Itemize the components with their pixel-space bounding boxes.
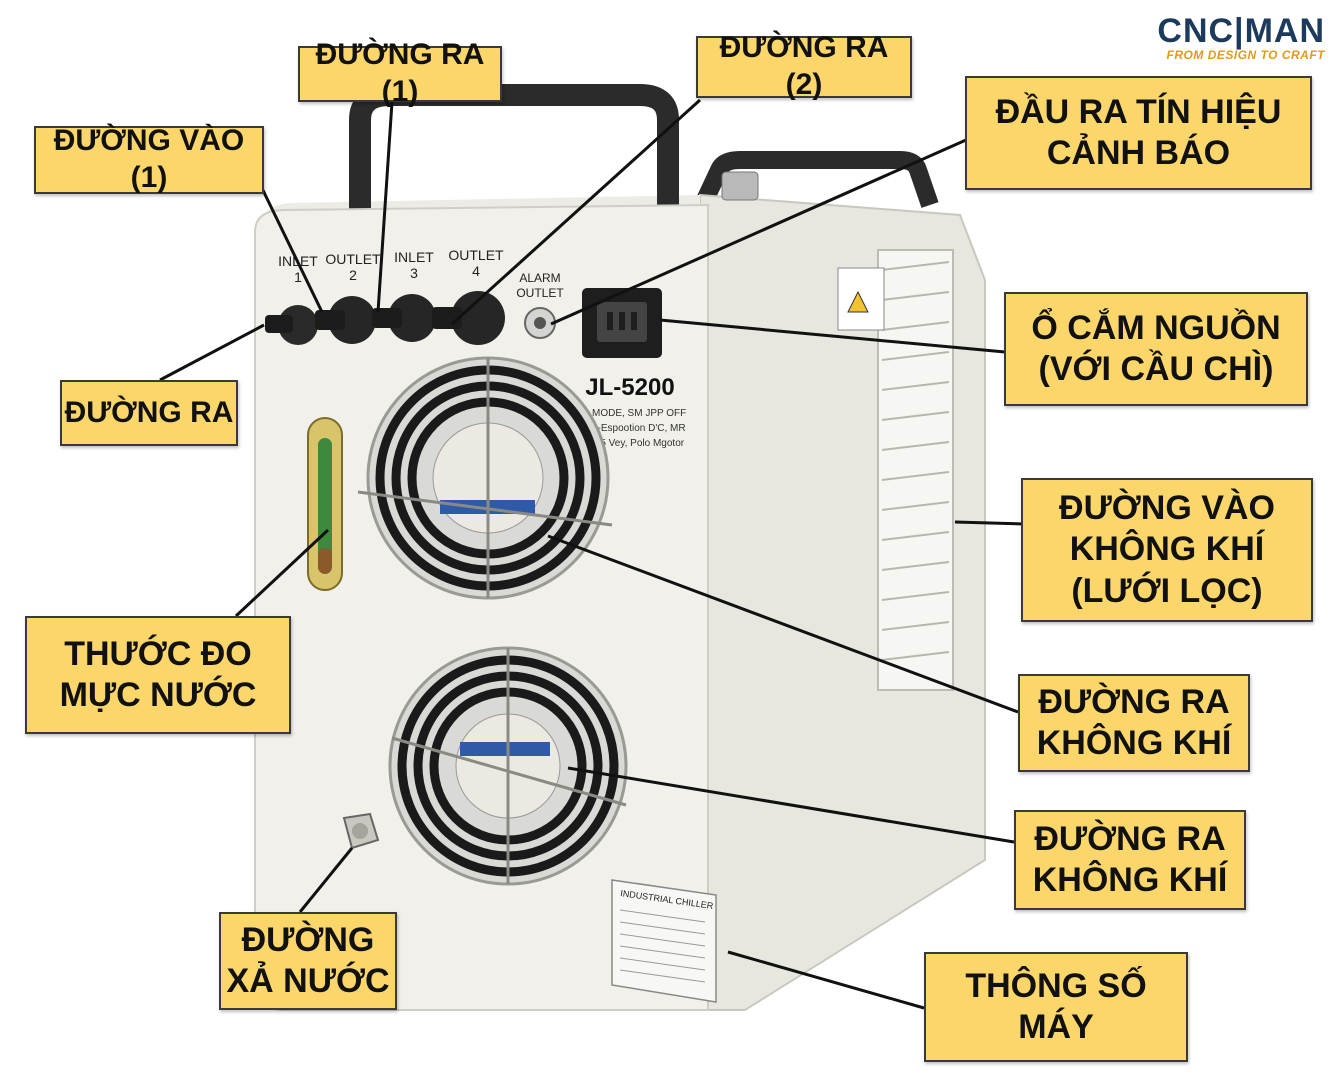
callout-o-cam-nguon: Ổ CẮM NGUỒN (VỚI CẦU CHÌ) [1004,292,1308,406]
callout-duong-ra-2: ĐƯỜNG RA (2) [696,31,912,101]
port-label-2-top: OUTLET [325,251,381,267]
lower-fan [388,646,628,886]
callout-duong-ra-1: ĐƯỜNG RA (1) [298,38,502,108]
alarm-label-line-1: ALARM [519,271,560,285]
leader-thuoc-do [234,528,330,618]
spec-line-2: 1-Espootion D'C, MR [592,423,686,434]
alarm-label-line-2: OUTLET [516,286,564,300]
leader-duong-ra-2 [450,98,702,326]
callout-duong-ra: ĐƯỜNG RA [60,380,238,446]
leader-duong-ra-1 [376,101,394,313]
callout-duong-vao-1: ĐƯỜNG VÀO (1) [34,124,264,194]
water-ports [265,291,505,345]
leader-duong-vao-khong-khi [954,520,1025,526]
back-handle [696,151,939,208]
upper-fan [357,356,613,600]
port-label-4-top: OUTLET [448,247,504,263]
outlet-4-port [451,291,505,345]
brand-tagline: FROM DESIGN TO CRAFT [1166,48,1325,62]
port-label-3-top: INLET [394,249,434,265]
callout-duong-vao-khong-khi: ĐƯỜNG VÀO KHÔNG KHÍ (LƯỚI LỌC) [1021,478,1313,622]
front-handle [349,84,679,215]
spec-plate: INDUSTRIAL CHILLER [611,879,717,1003]
spec-line-3: 3.5 Vey, Polo Mgotor [592,438,685,449]
fill-cap [721,171,759,201]
leader-lines [159,98,1025,1010]
drain-valve [342,812,380,850]
callout-dau-ra-tin-hieu: ĐẦU RA TÍN HIỆU CẢNH BÁO [965,76,1312,190]
leader-dau-ra-tin-hieu [550,138,967,326]
leader-o-cam-nguon [659,318,1006,354]
outlet-2-port [328,296,376,344]
port-label-3-num: 3 [410,265,418,281]
inlet-3-port [388,294,436,342]
brand-logo: CNC|MAN FROM DESIGN TO CRAFT [1157,14,1325,62]
warning-label [837,267,885,331]
callout-duong-ra-khong-khi-2: ĐƯỜNG RA KHÔNG KHÍ [1014,810,1246,910]
callout-duong-ra-khong-khi-1: ĐƯỜNG RA KHÔNG KHÍ [1018,674,1250,772]
port-label-4-num: 4 [472,263,480,279]
callout-thuoc-do-muc-nuoc: THƯỚC ĐO MỰC NƯỚC [25,616,291,734]
port-label-2-num: 2 [349,267,357,283]
callout-duong-xa-nuoc: ĐƯỜNG XẢ NƯỚC [219,912,397,1010]
brand-name: CNC|MAN [1157,12,1325,50]
spec-line-1: MODE, SM JPP OFF [592,408,686,419]
spec-lines: MODE, SM JPP OFF 1-Espootion D'C, MR 3.5… [592,408,686,449]
water-level-gauge [307,417,343,591]
leader-duong-ra-khong-khi-1 [547,534,1019,714]
power-socket [582,288,662,358]
port-label-1-num: 1 [294,269,302,285]
leader-duong-ra [159,323,265,382]
port-labels: INLET 1 OUTLET 2 INLET 3 OUTLET 4 ALARM … [278,247,564,300]
leader-thong-so-may [727,950,925,1010]
side-air-grille [877,249,954,691]
model-label: JL-5200 [585,374,674,401]
callout-thong-so-may: THÔNG SỐ MÁY [924,952,1188,1062]
leader-duong-ra-khong-khi-2 [567,766,1015,844]
leader-duong-vao-1 [256,179,324,313]
leader-duong-xa-nuoc [298,847,354,913]
